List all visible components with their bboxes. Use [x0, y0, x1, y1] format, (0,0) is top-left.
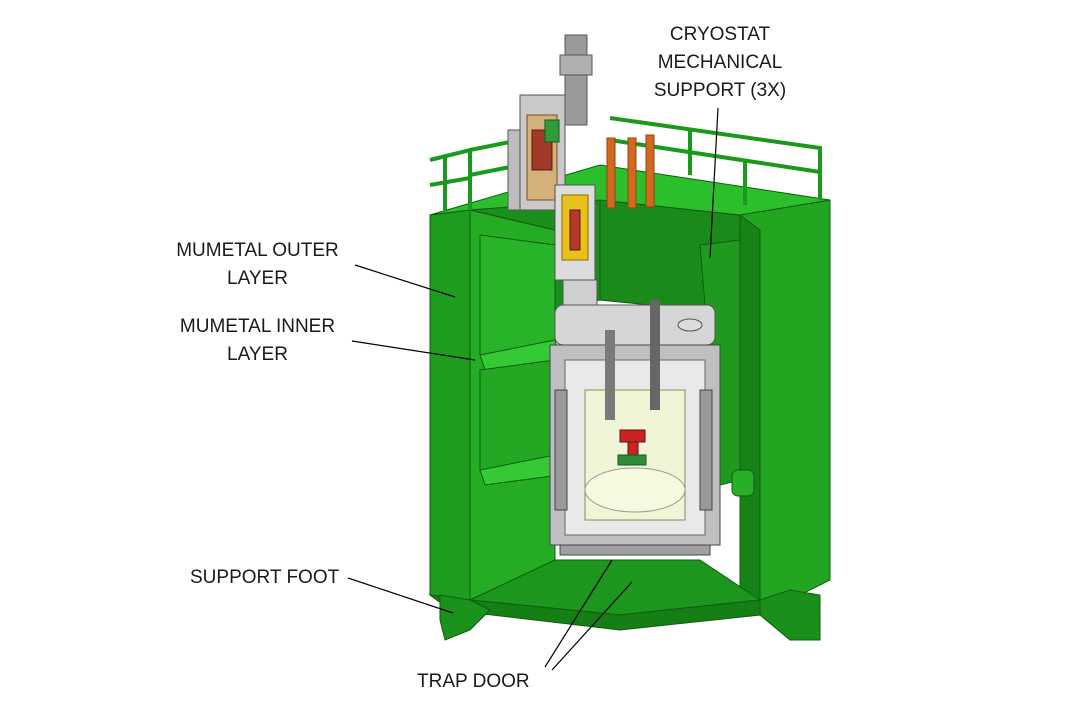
leader-mumetal-inner — [351, 340, 476, 361]
cryostat-support-rods — [606, 134, 655, 209]
label-line: MECHANICAL — [657, 52, 783, 73]
label-mumetal-inner: MUMETAL INNER LAYER — [165, 313, 350, 369]
cryostat-vessel — [549, 300, 721, 556]
mumetal-inner-shield — [479, 234, 741, 486]
label-line: LAYER — [227, 268, 288, 289]
leader-lines — [347, 107, 719, 671]
label-cryostat-support: CRYOSTAT MECHANICAL SUPPORT (3X) — [650, 21, 790, 105]
leader-trap-door-1 — [544, 559, 613, 668]
label-line: MUMETAL INNER — [179, 316, 336, 337]
leader-mumetal-outer — [354, 264, 456, 298]
support-feet — [439, 589, 821, 641]
leader-cryostat-support — [709, 107, 719, 259]
label-line: CRYOSTAT — [669, 24, 771, 45]
label-line: LAYER — [227, 344, 288, 365]
leader-trap-door-2 — [551, 581, 633, 671]
label-mumetal-outer: MUMETAL OUTER LAYER — [165, 237, 350, 293]
label-line: MUMETAL OUTER — [176, 240, 339, 261]
label-trap-door: TRAP DOOR — [417, 671, 530, 692]
leader-support-foot — [347, 577, 454, 614]
label-support-foot: SUPPORT FOOT — [190, 567, 340, 588]
label-line: SUPPORT (3X) — [653, 80, 787, 101]
side-port — [731, 469, 755, 497]
cryostat-insert-tower — [507, 34, 598, 321]
